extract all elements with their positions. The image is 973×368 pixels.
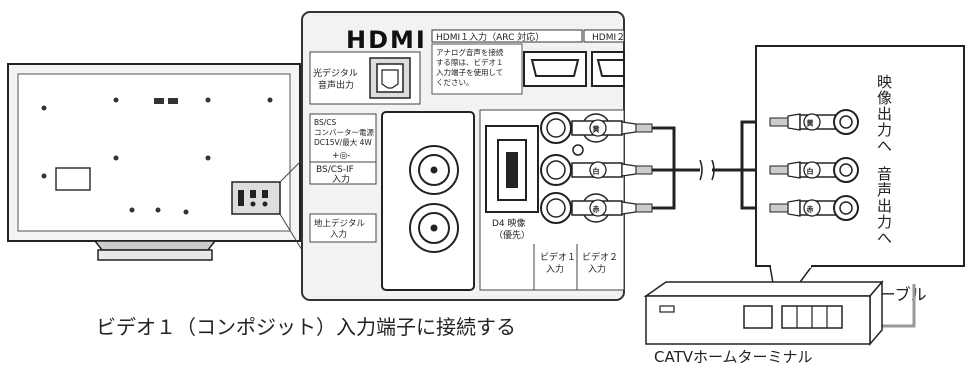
svg-text:白: 白 [593, 167, 600, 176]
source-plug-red: 赤 [769, 199, 837, 217]
bscs-if-label: BS/CS-IF 入力 [316, 165, 357, 185]
video1-white-jack [540, 154, 572, 186]
video1-label: ビデオ１ 入力 [540, 251, 579, 275]
source-jack-yellow [833, 109, 859, 135]
terminal-panel: HDMI HDMI１入力（ARC 対応） HDMI２ アナログ音声を接続 する際… [301, 11, 625, 301]
terrestrial-label: 地上デジタル 入力 [314, 218, 368, 240]
d4-port [485, 125, 539, 213]
svg-text:赤: 赤 [593, 205, 600, 214]
cable-break-icon [699, 159, 715, 181]
catv-terminal-label: CATVホームターミナル [654, 348, 813, 366]
catv-cable [880, 284, 916, 328]
svg-text:黄: 黄 [807, 119, 814, 128]
tv-side-plugs: 黄 白 赤 [571, 119, 653, 217]
tv-rear-view [7, 63, 303, 261]
tv-plug-red: 赤 [571, 199, 653, 217]
hdmi-logo: HDMI [346, 26, 427, 54]
tv-plug-white: 白 [571, 161, 653, 179]
hdmi1-label: HDMI１入力（ARC 対応） [436, 31, 544, 43]
analog-note: アナログ音声を接続 する際は、ビデオ１ 入力端子を使用して ください。 [436, 47, 506, 87]
audio-output-label: 音声出力へ [875, 166, 893, 246]
terrestrial-antenna-jack [409, 203, 459, 253]
source-output-panel: 黄 白 赤 映像出力へ 音声出力へ [755, 45, 965, 314]
video-output-label: 映像出力へ [875, 74, 893, 154]
av-cable [652, 120, 770, 210]
hdmi2-label: HDMI２ [592, 33, 625, 43]
bscs-if-antenna-jack [409, 145, 459, 195]
source-jack-white [833, 157, 859, 183]
svg-text:白: 白 [807, 167, 814, 176]
source-plug-white: 白 [769, 161, 837, 179]
video2-label: ビデオ２ 入力 [582, 251, 621, 275]
catv-home-terminal [643, 279, 884, 347]
hdmi2-port [591, 51, 625, 87]
dc-polarity-icon: +◎- [332, 151, 351, 161]
bscs-power-label: BS/CS コンバーター電源 DC15V/最大 4W [314, 118, 376, 147]
source-jack-red [833, 195, 859, 221]
diagram-caption: ビデオ１（コンポジット）入力端子に接続する [96, 315, 516, 339]
video1-red-jack [540, 192, 572, 224]
d4-label: D4 映像 （優先） [492, 217, 530, 241]
video1-yellow-jack [540, 112, 572, 144]
optical-port [369, 57, 411, 99]
svg-text:赤: 赤 [807, 205, 814, 214]
source-plug-yellow: 黄 [769, 113, 837, 131]
svg-text:黄: 黄 [593, 125, 600, 134]
hdmi1-port [523, 51, 587, 87]
optical-label: 光デジタル 音声出力 [313, 67, 361, 91]
tv-plug-yellow: 黄 [571, 119, 653, 137]
